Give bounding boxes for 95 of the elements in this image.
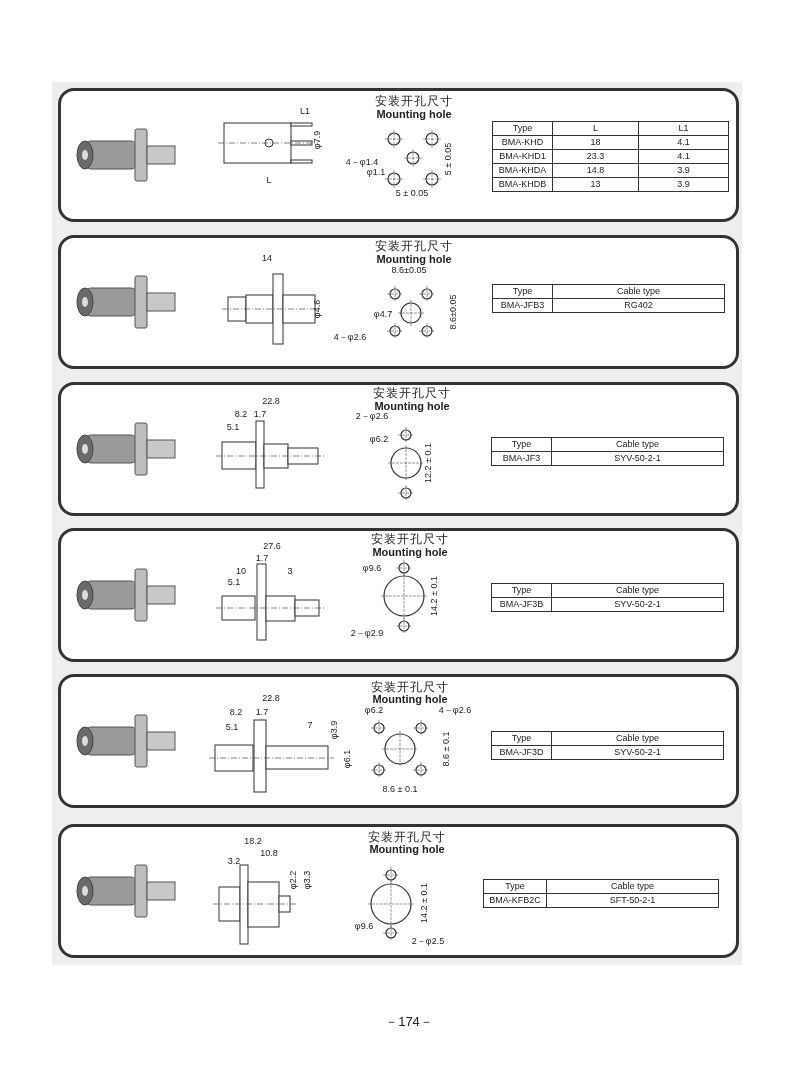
- dimension-label: 14.2 ± 0.1: [429, 576, 439, 616]
- header-cell: Cable type: [551, 437, 724, 452]
- dimension-label: 14: [262, 253, 272, 263]
- table-cell: 4.1: [638, 135, 729, 150]
- table-cell: SYV-50-2-1: [551, 745, 724, 760]
- heading-text: Mounting hole: [376, 108, 452, 120]
- page-number: －174－: [385, 1013, 433, 1031]
- header-cell: Type: [491, 583, 552, 598]
- table-cell: BMA-KHD1: [492, 149, 553, 164]
- table-cell: BMA-JFB3: [492, 298, 553, 313]
- header-cell: Type: [492, 121, 553, 136]
- dimension-label: 14.2 ± 0.1: [419, 883, 429, 923]
- table-cell: 3.9: [638, 177, 729, 192]
- table-cell: 4.1: [638, 149, 729, 164]
- dimension-label: 27.6: [263, 541, 281, 551]
- dimension-label: 8.2: [234, 409, 248, 419]
- dimension-label: 8.6 ± 0.1: [382, 784, 418, 794]
- dimension-label: 3.2: [227, 856, 241, 866]
- table-cell: 3.9: [638, 163, 729, 178]
- dimension-label: 7: [307, 720, 313, 730]
- heading-text: Mounting hole: [369, 843, 445, 855]
- dimension-label: 5 ± 0.05: [395, 188, 429, 198]
- dimension-label: 8.6±0.05: [391, 265, 427, 275]
- dimension-label: 8.2: [229, 707, 243, 717]
- dimension-label: 4－φ2.6: [438, 705, 472, 715]
- header-cell: Cable type: [551, 583, 724, 598]
- table-cell: SYV-50-2-1: [551, 451, 724, 466]
- table-cell: BMA-KHD: [492, 135, 553, 150]
- dimension-label: 8.6±0.05: [448, 294, 458, 330]
- header-cell: Type: [492, 284, 553, 299]
- dimension-label: 4－φ2.6: [333, 332, 367, 342]
- dimension-label: 2－φ2.9: [350, 628, 384, 638]
- dimension-label: 5.1: [227, 577, 241, 587]
- dimension-label: φ3.3: [302, 870, 312, 890]
- dimension-label: φ7.9: [312, 130, 322, 150]
- dimension-label: L1: [300, 106, 310, 116]
- table-cell: 13: [552, 177, 639, 192]
- dimension-label: φ2.2: [288, 870, 298, 890]
- dimension-label: 4－φ1.4: [345, 157, 379, 167]
- header-cell: L1: [638, 121, 729, 136]
- dimension-label: φ6.2: [364, 705, 384, 715]
- dimension-label: φ1.1: [366, 167, 386, 177]
- dimension-label: 10.8: [260, 848, 278, 858]
- table-cell: BMA-KHDA: [492, 163, 553, 178]
- heading-text: 安装开孔尺寸: [368, 831, 446, 843]
- heading-text: Mounting hole: [374, 400, 450, 412]
- dimension-label: 18.2: [244, 836, 262, 846]
- heading-text: Mounting hole: [372, 546, 448, 558]
- table-cell: 14.8: [552, 163, 639, 178]
- dimension-label: φ9.6: [362, 563, 382, 573]
- header-cell: L: [552, 121, 639, 136]
- header-cell: Type: [491, 731, 552, 746]
- dimension-label: 5 ± 0.05: [443, 142, 453, 176]
- table-cell: 23.3: [552, 149, 639, 164]
- header-cell: Type: [483, 879, 547, 894]
- dimension-label: 3: [287, 566, 293, 576]
- dimension-label: 1.7: [255, 553, 269, 563]
- table-cell: BMA-JF3: [491, 451, 552, 466]
- heading-text: 安装开孔尺寸: [371, 681, 449, 693]
- table-cell: BMA-JF3D: [491, 745, 552, 760]
- heading-text: 安装开孔尺寸: [375, 240, 453, 252]
- table-cell: BMA-JF3B: [491, 597, 552, 612]
- dimension-label: φ6.2: [369, 434, 389, 444]
- dimension-label: 22.8: [262, 693, 280, 703]
- heading-text: 安装开孔尺寸: [371, 533, 449, 545]
- table-cell: BMA-KFB2C: [483, 893, 547, 908]
- header-cell: Cable type: [552, 284, 725, 299]
- dimension-label: 5.1: [226, 422, 240, 432]
- dimension-label: 1.7: [255, 707, 269, 717]
- dimension-label: φ9.6: [354, 921, 374, 931]
- table-cell: SYV-50-2-1: [551, 597, 724, 612]
- header-cell: Type: [491, 437, 552, 452]
- dimension-label: φ4.7: [373, 309, 393, 319]
- dimension-label: 12.2 ± 0.1: [423, 443, 433, 483]
- table-cell: 18: [552, 135, 639, 150]
- dimension-label: 2－φ2.5: [411, 936, 445, 946]
- heading-text: 安装开孔尺寸: [375, 95, 453, 107]
- heading-text: Mounting hole: [372, 693, 448, 705]
- table-cell: SFT-50-2-1: [546, 893, 719, 908]
- table-cell: BMA-KHDB: [492, 177, 553, 192]
- table-cell: RG402: [552, 298, 725, 313]
- header-cell: Cable type: [551, 731, 724, 746]
- heading-text: 安装开孔尺寸: [373, 387, 451, 399]
- dimension-label: φ6.1: [342, 749, 352, 769]
- dimension-label: 5.1: [225, 722, 239, 732]
- heading-text: Mounting hole: [376, 253, 452, 265]
- dimension-label: 1.7: [253, 409, 267, 419]
- dimension-label: 22.8: [262, 396, 280, 406]
- dimension-label: 10: [236, 566, 246, 576]
- dimension-label: L: [266, 175, 272, 185]
- dimension-label: 8.6 ± 0.1: [441, 731, 451, 767]
- dimension-label: 2－φ2.6: [355, 411, 389, 421]
- dimension-label: φ3.9: [329, 720, 339, 740]
- dimension-label: φ4.6: [312, 299, 322, 319]
- header-cell: Cable type: [546, 879, 719, 894]
